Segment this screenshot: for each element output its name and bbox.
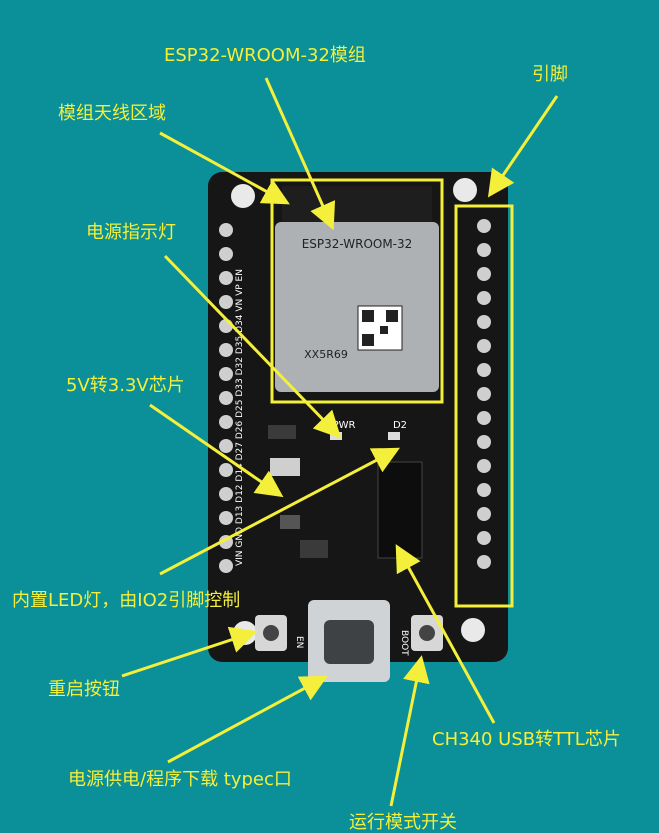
- label-usb-chip: CH340 USB转TTL芯片: [432, 729, 621, 750]
- arrow-builtin-led: [159, 447, 400, 576]
- qr-block: [362, 334, 374, 346]
- arrow-reset-button: [121, 626, 258, 678]
- chip-code-text: XX5R69: [304, 348, 348, 361]
- header-pin: [477, 291, 491, 305]
- arrow-boot-switch: [389, 655, 430, 807]
- capacitor: [268, 425, 296, 439]
- header-pin: [219, 559, 233, 573]
- arrow-usb-chip: [395, 544, 496, 724]
- arrow-antenna: [159, 131, 290, 205]
- arrow-power-led: [163, 254, 342, 439]
- header-pin: [477, 339, 491, 353]
- header-pin: [219, 295, 233, 309]
- d2-text: D2: [393, 420, 407, 431]
- resistor: [280, 515, 300, 529]
- chip-name-text: ESP32-WROOM-32: [302, 237, 413, 251]
- antenna-area: [282, 186, 432, 226]
- header-pin: [219, 463, 233, 477]
- header-pin: [477, 315, 491, 329]
- header-pin: [477, 459, 491, 473]
- header-pin: [477, 387, 491, 401]
- diode: [300, 540, 328, 558]
- boot-text: BOOT: [399, 630, 409, 656]
- header-pin: [219, 271, 233, 285]
- left-pin-labels: VIN GND D13 D12 D14 D27 D26 D25 D33 D32 …: [235, 269, 245, 566]
- pins-highlight-box: [454, 204, 514, 608]
- header-pin: [477, 435, 491, 449]
- ch340-chip: [377, 461, 423, 559]
- header-pin: [477, 363, 491, 377]
- mount-hole: [461, 618, 485, 642]
- pwr-text: PWR: [333, 420, 356, 431]
- header-pin: [219, 391, 233, 405]
- qr-block: [362, 310, 374, 322]
- label-module: ESP32-WROOM-32模组: [164, 45, 366, 66]
- mount-hole: [231, 184, 255, 208]
- label-pins: 引脚: [532, 64, 568, 85]
- header-pin: [219, 343, 233, 357]
- label-reset-button: 重启按钮: [48, 679, 120, 700]
- header-pin: [477, 243, 491, 257]
- module-highlight-box: [270, 178, 444, 404]
- header-pin: [477, 507, 491, 521]
- header-pin: [219, 223, 233, 237]
- header-pin: [219, 487, 233, 501]
- header-pin: [219, 367, 233, 381]
- typec-opening: [324, 620, 374, 664]
- label-typec-port: 电源供电/程序下载 typec口: [68, 769, 292, 790]
- header-pin: [477, 411, 491, 425]
- header-pin: [477, 219, 491, 233]
- reset-button-cap: [263, 625, 279, 641]
- header-pin: [477, 483, 491, 497]
- header-pin: [477, 267, 491, 281]
- label-regulator: 5V转3.3V芯片: [66, 375, 185, 396]
- header-pin: [477, 555, 491, 569]
- header-pin: [219, 511, 233, 525]
- label-antenna: 模组天线区域: [58, 103, 166, 124]
- builtin-led: [388, 432, 400, 440]
- arrow-typec-port: [167, 675, 328, 764]
- mount-hole: [453, 178, 477, 202]
- arrow-pins: [487, 95, 559, 198]
- header-pin: [219, 439, 233, 453]
- header-pin: [477, 531, 491, 545]
- header-pin: [219, 247, 233, 261]
- label-builtin-led: 内置LED灯，由IO2引脚控制: [12, 590, 241, 611]
- label-power-led: 电源指示灯: [86, 222, 176, 243]
- boot-button-cap: [419, 625, 435, 641]
- qr-block: [380, 326, 388, 334]
- arrow-regulator: [149, 403, 284, 498]
- arrow-module: [264, 77, 336, 231]
- qr-block: [386, 310, 398, 322]
- header-pin: [219, 415, 233, 429]
- en-text: EN: [294, 636, 304, 648]
